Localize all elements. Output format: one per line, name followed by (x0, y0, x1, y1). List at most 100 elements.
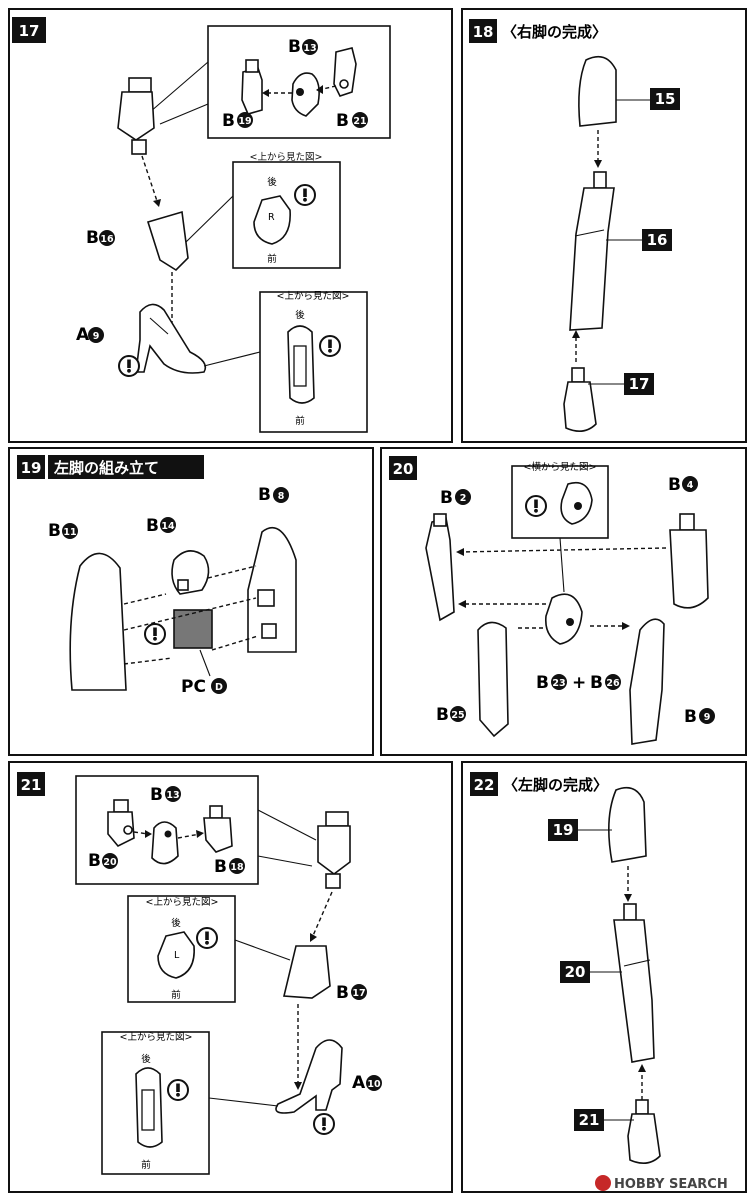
caution-icon (167, 1079, 189, 1101)
label-b: B (436, 705, 449, 725)
num-9: 9 (93, 331, 100, 342)
tag-21 (574, 1109, 604, 1131)
tag-16 (642, 229, 672, 251)
step-22-panel: 22 〈左脚の完成〉 19 20 21 (461, 761, 747, 1193)
arrowhead (594, 160, 602, 168)
back-label: 後 (295, 309, 305, 321)
part-foot-17 (563, 367, 597, 432)
arrowhead (456, 548, 464, 556)
watermark-text: HOBBY SEARCH (614, 1177, 728, 1192)
callout-lines (257, 809, 317, 867)
num-19: 19 (238, 116, 251, 127)
part-b25 (477, 621, 509, 738)
part-b8 (247, 526, 297, 653)
callout-line (203, 351, 261, 367)
label-b: B (146, 516, 159, 536)
num-13: 13 (303, 43, 316, 54)
tag-19 (548, 819, 578, 841)
step-20-panel: 20 <横から見た図> B 2 B 4 B 23 + (380, 447, 747, 756)
arrowhead (624, 894, 632, 902)
label-b: B (258, 485, 271, 505)
num-badge (102, 853, 118, 869)
num-20: 20 (103, 857, 117, 868)
part-b14 (171, 550, 210, 595)
part-b19 (241, 59, 263, 115)
caution-icon (196, 927, 218, 949)
part-b16 (146, 210, 189, 272)
arrow-dash (207, 565, 257, 579)
callout-line (185, 195, 234, 243)
part-b18 (203, 805, 233, 853)
caution-icon (144, 623, 166, 645)
num-badge (302, 39, 318, 55)
step-18-badge (469, 19, 497, 43)
arrow-dash (133, 831, 149, 835)
caution-icon (313, 1113, 335, 1135)
label-b: B (668, 475, 681, 495)
label-pc: PC (181, 677, 206, 697)
caution-icon (294, 184, 316, 206)
arrowhead (316, 85, 323, 94)
back-label: 後 (171, 917, 181, 929)
label-b: B (590, 673, 603, 693)
tag-21-text: 21 (579, 1111, 600, 1129)
num-badge (88, 327, 104, 343)
step-17-number: 17 (19, 22, 40, 40)
step-22-badge (470, 772, 498, 796)
step-22-number: 22 (474, 776, 495, 794)
step-20-number: 20 (393, 460, 414, 478)
front-label: 前 (295, 415, 305, 427)
label-b: B (88, 851, 101, 871)
step-17-badge (12, 17, 46, 43)
label-b: B (336, 111, 349, 131)
label-b: B (222, 111, 235, 131)
part-thigh (608, 786, 647, 863)
num-badge (605, 674, 621, 690)
num-badge (352, 112, 368, 128)
arrow-dash (311, 891, 333, 939)
num-badge (229, 858, 245, 874)
arrow-dash (141, 155, 159, 205)
num-2: 2 (460, 493, 467, 504)
step-21-number: 21 (21, 776, 42, 794)
arrowhead (153, 199, 161, 207)
joint-hole (566, 618, 574, 626)
arrowhead (294, 1082, 302, 1090)
part-b11 (69, 552, 127, 691)
step-17-panel: 17 B 13 B 19 B 21 (8, 8, 453, 443)
part-b9-leg (629, 618, 665, 745)
num-14: 14 (161, 521, 175, 532)
num-badge (351, 984, 367, 1000)
arrow-dash (123, 593, 167, 605)
step-22-title: 〈左脚の完成〉 (503, 776, 608, 794)
hobby-search-watermark: HOBBY SEARCH (595, 1175, 728, 1192)
front-label: 前 (171, 989, 181, 1001)
label-b: B (86, 228, 99, 248)
caution-icon (525, 495, 547, 517)
part-b20 (107, 799, 135, 847)
heel-mark: R (268, 212, 275, 223)
part-pc-d (173, 609, 213, 649)
back-label: 後 (141, 1053, 151, 1065)
tag-20 (560, 961, 590, 983)
tag-16-text: 16 (647, 231, 668, 249)
callout-line (234, 939, 291, 961)
num-13: 13 (166, 790, 179, 801)
step-19-frame (8, 447, 374, 756)
plus-sign: + (572, 673, 586, 693)
label-b: B (440, 488, 453, 508)
label-b: B (150, 785, 163, 805)
num-9: 9 (704, 712, 711, 723)
num-badge (699, 708, 715, 724)
num-badge (682, 476, 698, 492)
label-a: A (76, 325, 90, 345)
num-26: 26 (606, 678, 620, 689)
num-badge (211, 678, 227, 694)
arrowhead (622, 622, 630, 630)
num-badge (99, 230, 115, 246)
part-foot-21 (627, 1099, 661, 1164)
arrowhead (458, 600, 466, 608)
hobby-search-logo-icon (595, 1175, 611, 1191)
num-23: 23 (552, 678, 565, 689)
num-16: 16 (100, 234, 114, 245)
